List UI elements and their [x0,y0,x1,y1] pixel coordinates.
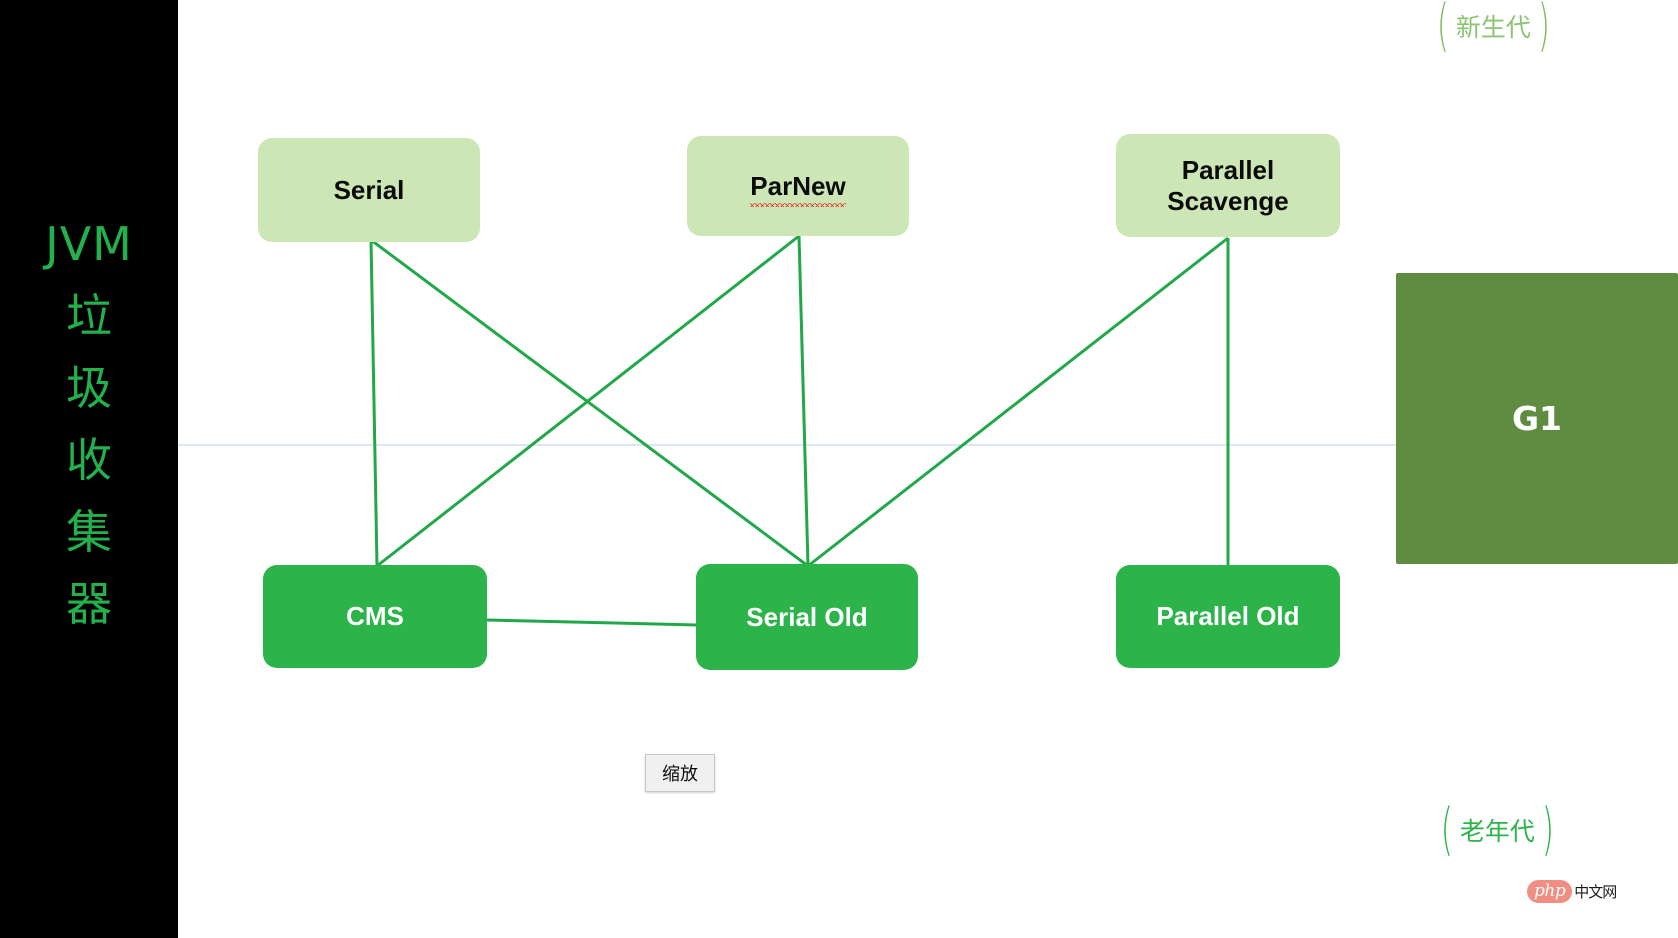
sidebar-title-vertical: 垃 圾 收 集 器 [0,280,178,640]
zoom-button-label: 缩放 [662,764,698,785]
node-cms-label: CMS [346,601,404,632]
node-g1[interactable]: G1 [1396,273,1678,564]
node-cms[interactable]: CMS [263,565,487,668]
sidebar-acronym: JVM [45,217,133,271]
node-parallel-scavenge-label: Parallel Scavenge [1167,155,1288,216]
zoom-button[interactable]: 缩放 [645,754,715,792]
badge-young-generation: ( 新生代 ) [1436,0,1550,58]
sidebar-title-char-4: 器 [66,577,112,631]
badge-young-generation-label: 新生代 [1455,13,1531,42]
node-parallel-scavenge-label-line2: Scavenge [1167,185,1289,216]
sidebar-title-char-1: 圾 [66,361,112,415]
sidebar-title: JVM 垃 圾 收 集 器 [0,218,178,640]
node-serial[interactable]: Serial [258,138,480,242]
badge-old-generation: ( 老年代 ) [1440,797,1554,862]
badge-old-generation-label: 老年代 [1459,817,1535,846]
node-parnew[interactable]: ParNew [687,136,909,236]
node-serial-label: Serial [333,174,405,205]
node-parnew-label: ParNew [750,170,847,207]
generation-divider-line [178,444,1492,446]
node-g1-label: G1 [1511,399,1563,438]
sidebar-title-char-3: 集 [66,505,112,559]
node-serial-old[interactable]: Serial Old [696,564,918,670]
node-serial-old-label: Serial Old [746,601,868,632]
node-parallel-old[interactable]: Parallel Old [1116,565,1340,668]
node-parallel-scavenge[interactable]: Parallel Scavenge [1116,134,1340,237]
sidebar-title-char-2: 收 [66,433,112,487]
sidebar-title-char-0: 垃 [66,289,112,343]
node-parallel-old-label: Parallel Old [1156,601,1300,632]
sidebar: JVM 垃 圾 收 集 器 [0,0,178,938]
node-parallel-scavenge-label-line1: Parallel [1181,154,1275,185]
